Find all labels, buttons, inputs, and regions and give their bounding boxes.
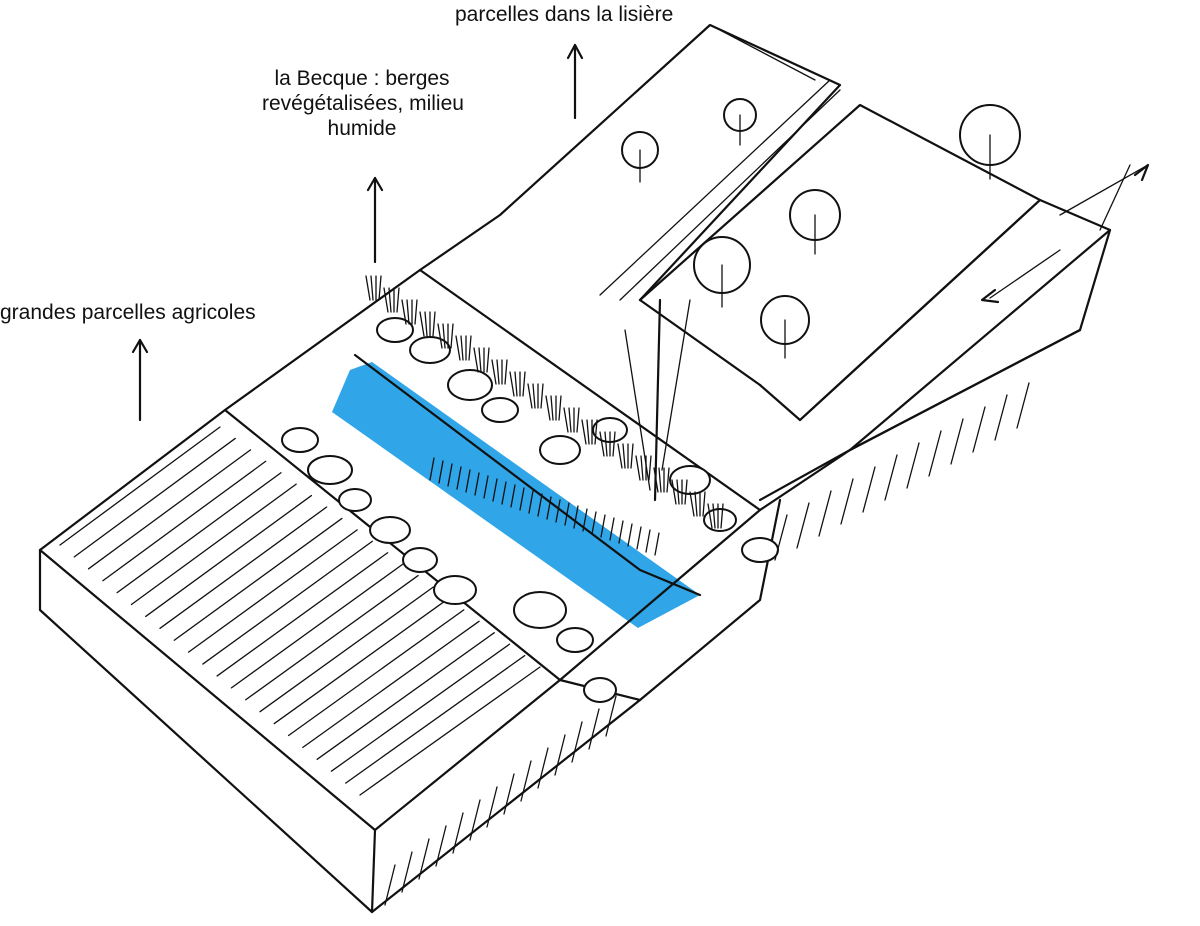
channel-banks: [223, 268, 782, 703]
label-parcelles-lisiere: parcelles dans la lisière: [455, 3, 674, 26]
edge-plots: [418, 23, 1149, 561]
label-becque-line3: humide: [327, 117, 397, 140]
label-grandes-parcelles: grandes parcelles agricoles: [0, 301, 256, 324]
becque-water: [332, 362, 700, 628]
annotation-arrows: [131, 43, 1150, 422]
water-reeds: [429, 457, 660, 556]
agricultural-block: [38, 408, 642, 914]
label-becque: la Becque : berges revégétalisées, milie…: [262, 66, 464, 141]
label-becque-line2: revégétalisées, milieu: [262, 92, 464, 115]
label-becque-line1: la Becque : berges: [274, 67, 450, 90]
